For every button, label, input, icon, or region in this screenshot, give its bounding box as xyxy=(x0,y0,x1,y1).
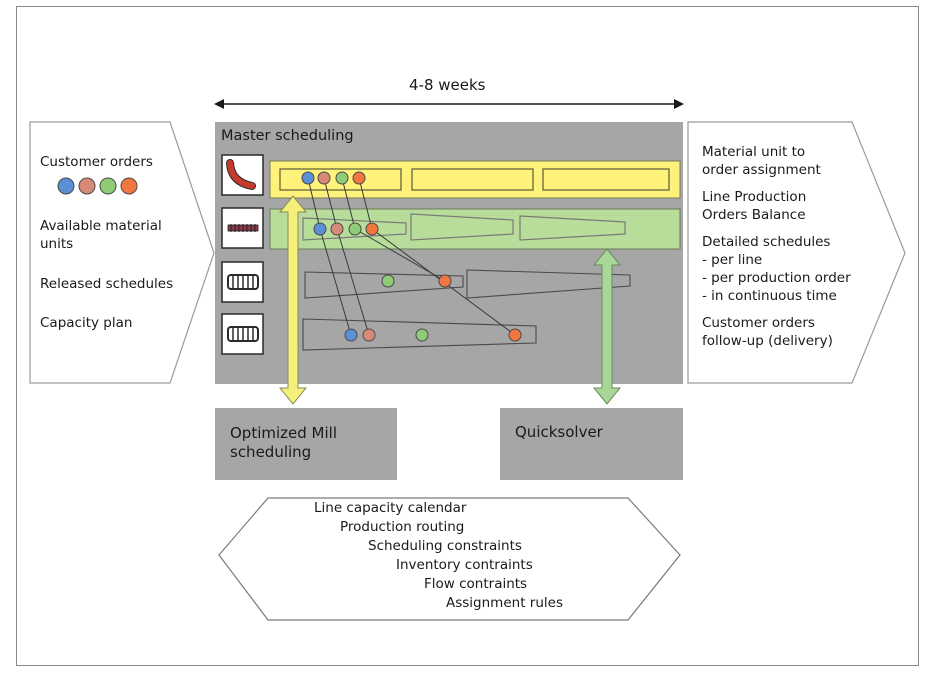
order-circles xyxy=(301,171,522,342)
optimized-mill-box xyxy=(215,408,397,480)
yellow-double-arrow xyxy=(278,195,308,405)
line-icon xyxy=(221,261,264,303)
order-circle-green xyxy=(335,171,349,185)
figure-frame xyxy=(16,6,919,666)
constraint-line-capacity: Line capacity calendar xyxy=(314,500,467,516)
quicksolver-box xyxy=(500,408,683,480)
output-followup-line2: follow-up (delivery) xyxy=(702,333,833,349)
green-trapezoid-3 xyxy=(519,215,626,241)
output-continuous-time: - in continuous time xyxy=(702,288,837,304)
furnace-icon xyxy=(221,154,264,196)
order-circle-orange xyxy=(438,274,452,288)
input-customer-orders: Customer orders xyxy=(40,154,153,170)
output-material-unit-line2: order assignment xyxy=(702,162,821,178)
rolling-mill-icon xyxy=(221,207,264,249)
constraint-scheduling: Scheduling constraints xyxy=(368,538,522,554)
timeline-label: 4-8 weeks xyxy=(409,76,486,94)
output-followup-line1: Customer orders xyxy=(702,315,815,331)
output-detailed-schedules: Detailed schedules xyxy=(702,234,831,250)
inputs-chevron xyxy=(29,121,215,384)
yellow-slot-2 xyxy=(411,168,534,191)
order-circle-blue xyxy=(301,171,315,185)
order-circle-green xyxy=(381,274,395,288)
order-circle-orange xyxy=(352,171,366,185)
line-icon xyxy=(221,313,264,355)
output-per-production-order: - per production order xyxy=(702,270,851,286)
input-capacity-plan: Capacity plan xyxy=(40,315,133,331)
line4-trapezoid-1 xyxy=(302,318,537,351)
output-line-production-line1: Line Production xyxy=(702,189,807,205)
input-released-schedules: Released schedules xyxy=(40,276,174,292)
quicksolver-label: Quicksolver xyxy=(515,423,603,441)
input-available-material-line1: Available material xyxy=(40,218,162,234)
constraints-hexagon xyxy=(218,497,681,621)
order-circle-green xyxy=(348,222,362,236)
master-scheduling-title: Master scheduling xyxy=(221,128,354,144)
order-circle-orange xyxy=(365,222,379,236)
order-circle-pink xyxy=(317,171,331,185)
output-material-unit-line1: Material unit to xyxy=(702,144,806,160)
customer-orders-legend xyxy=(57,177,138,195)
line3-trapezoid-2 xyxy=(466,269,631,299)
line3-trapezoid-1 xyxy=(304,271,464,299)
yellow-slot-3 xyxy=(542,168,670,191)
outputs-chevron xyxy=(687,121,906,384)
order-circle-orange xyxy=(508,328,522,342)
order-circle-blue xyxy=(344,328,358,342)
yellow-slot-1 xyxy=(279,168,402,191)
order-circle-pink xyxy=(330,222,344,236)
green-trapezoid-1 xyxy=(302,217,407,241)
order-circle-pink xyxy=(362,328,376,342)
input-available-material-line2: units xyxy=(40,236,74,252)
order-circle-blue xyxy=(313,222,327,236)
green-trapezoid-2 xyxy=(410,213,514,241)
constraint-inventory: Inventory contraints xyxy=(396,557,533,573)
constraint-production-routing: Production routing xyxy=(340,519,465,535)
constraint-assignment-rules: Assignment rules xyxy=(446,595,563,611)
order-connectors xyxy=(307,177,516,336)
order-circle-green xyxy=(415,328,429,342)
yellow-band xyxy=(269,160,681,199)
output-per-line: - per line xyxy=(702,252,763,268)
optimized-mill-label-line2: scheduling xyxy=(230,443,312,461)
constraint-flow: Flow contraints xyxy=(424,576,528,592)
optimized-mill-label-line1: Optimized Mill xyxy=(230,424,337,442)
green-double-arrow xyxy=(592,248,622,405)
timeline-arrow xyxy=(214,99,684,109)
output-line-production-line2: Orders Balance xyxy=(702,207,806,223)
